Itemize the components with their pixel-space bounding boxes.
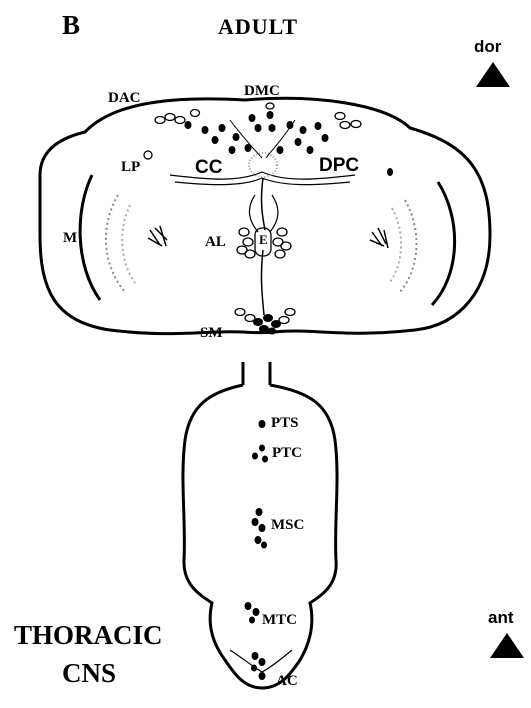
central-complex-stipple: [249, 153, 277, 177]
anterior-label: ant: [488, 609, 514, 626]
label-ac: AC: [276, 674, 298, 689]
label-e: E: [259, 233, 268, 246]
left-lobula-projections: [148, 226, 167, 246]
right-medulla-stipple: [400, 200, 416, 292]
label-al: AL: [205, 235, 226, 250]
figure-title: ADULT: [218, 16, 298, 38]
bottom-title-line1: THORACIC: [14, 622, 163, 649]
bottom-title-line2: CNS: [62, 660, 116, 687]
right-optic-lobe-edge: [432, 182, 455, 305]
dorsal-label: dor: [474, 38, 501, 55]
triangle-icon: [490, 633, 524, 658]
left-optic-lobe-edge: [80, 175, 100, 300]
label-cc: CC: [195, 158, 222, 177]
triangle-icon: [476, 62, 510, 87]
left-medulla-stipple-inner: [122, 205, 135, 283]
label-msc: MSC: [271, 518, 304, 533]
label-dmc: DMC: [244, 84, 280, 99]
thoracic-outline: [183, 385, 337, 688]
right-medulla-stipple-inner: [390, 208, 401, 282]
label-pts: PTS: [271, 416, 299, 431]
thoracic-cell-bodies: [245, 420, 269, 680]
label-ptc: PTC: [272, 446, 302, 461]
label-m: M: [63, 231, 77, 246]
label-sm: SM: [200, 326, 223, 341]
right-lobula-projections: [370, 228, 388, 248]
label-lp: LP: [121, 160, 140, 175]
left-medulla-stipple: [106, 195, 125, 292]
panel-letter: B: [62, 12, 80, 39]
brain-outline: [40, 98, 490, 333]
label-dac: DAC: [108, 91, 141, 106]
label-dpc: DPC: [319, 156, 359, 175]
label-mtc: MTC: [262, 613, 297, 628]
neck-connective: [243, 362, 270, 385]
dac-open-cells: [144, 103, 361, 159]
